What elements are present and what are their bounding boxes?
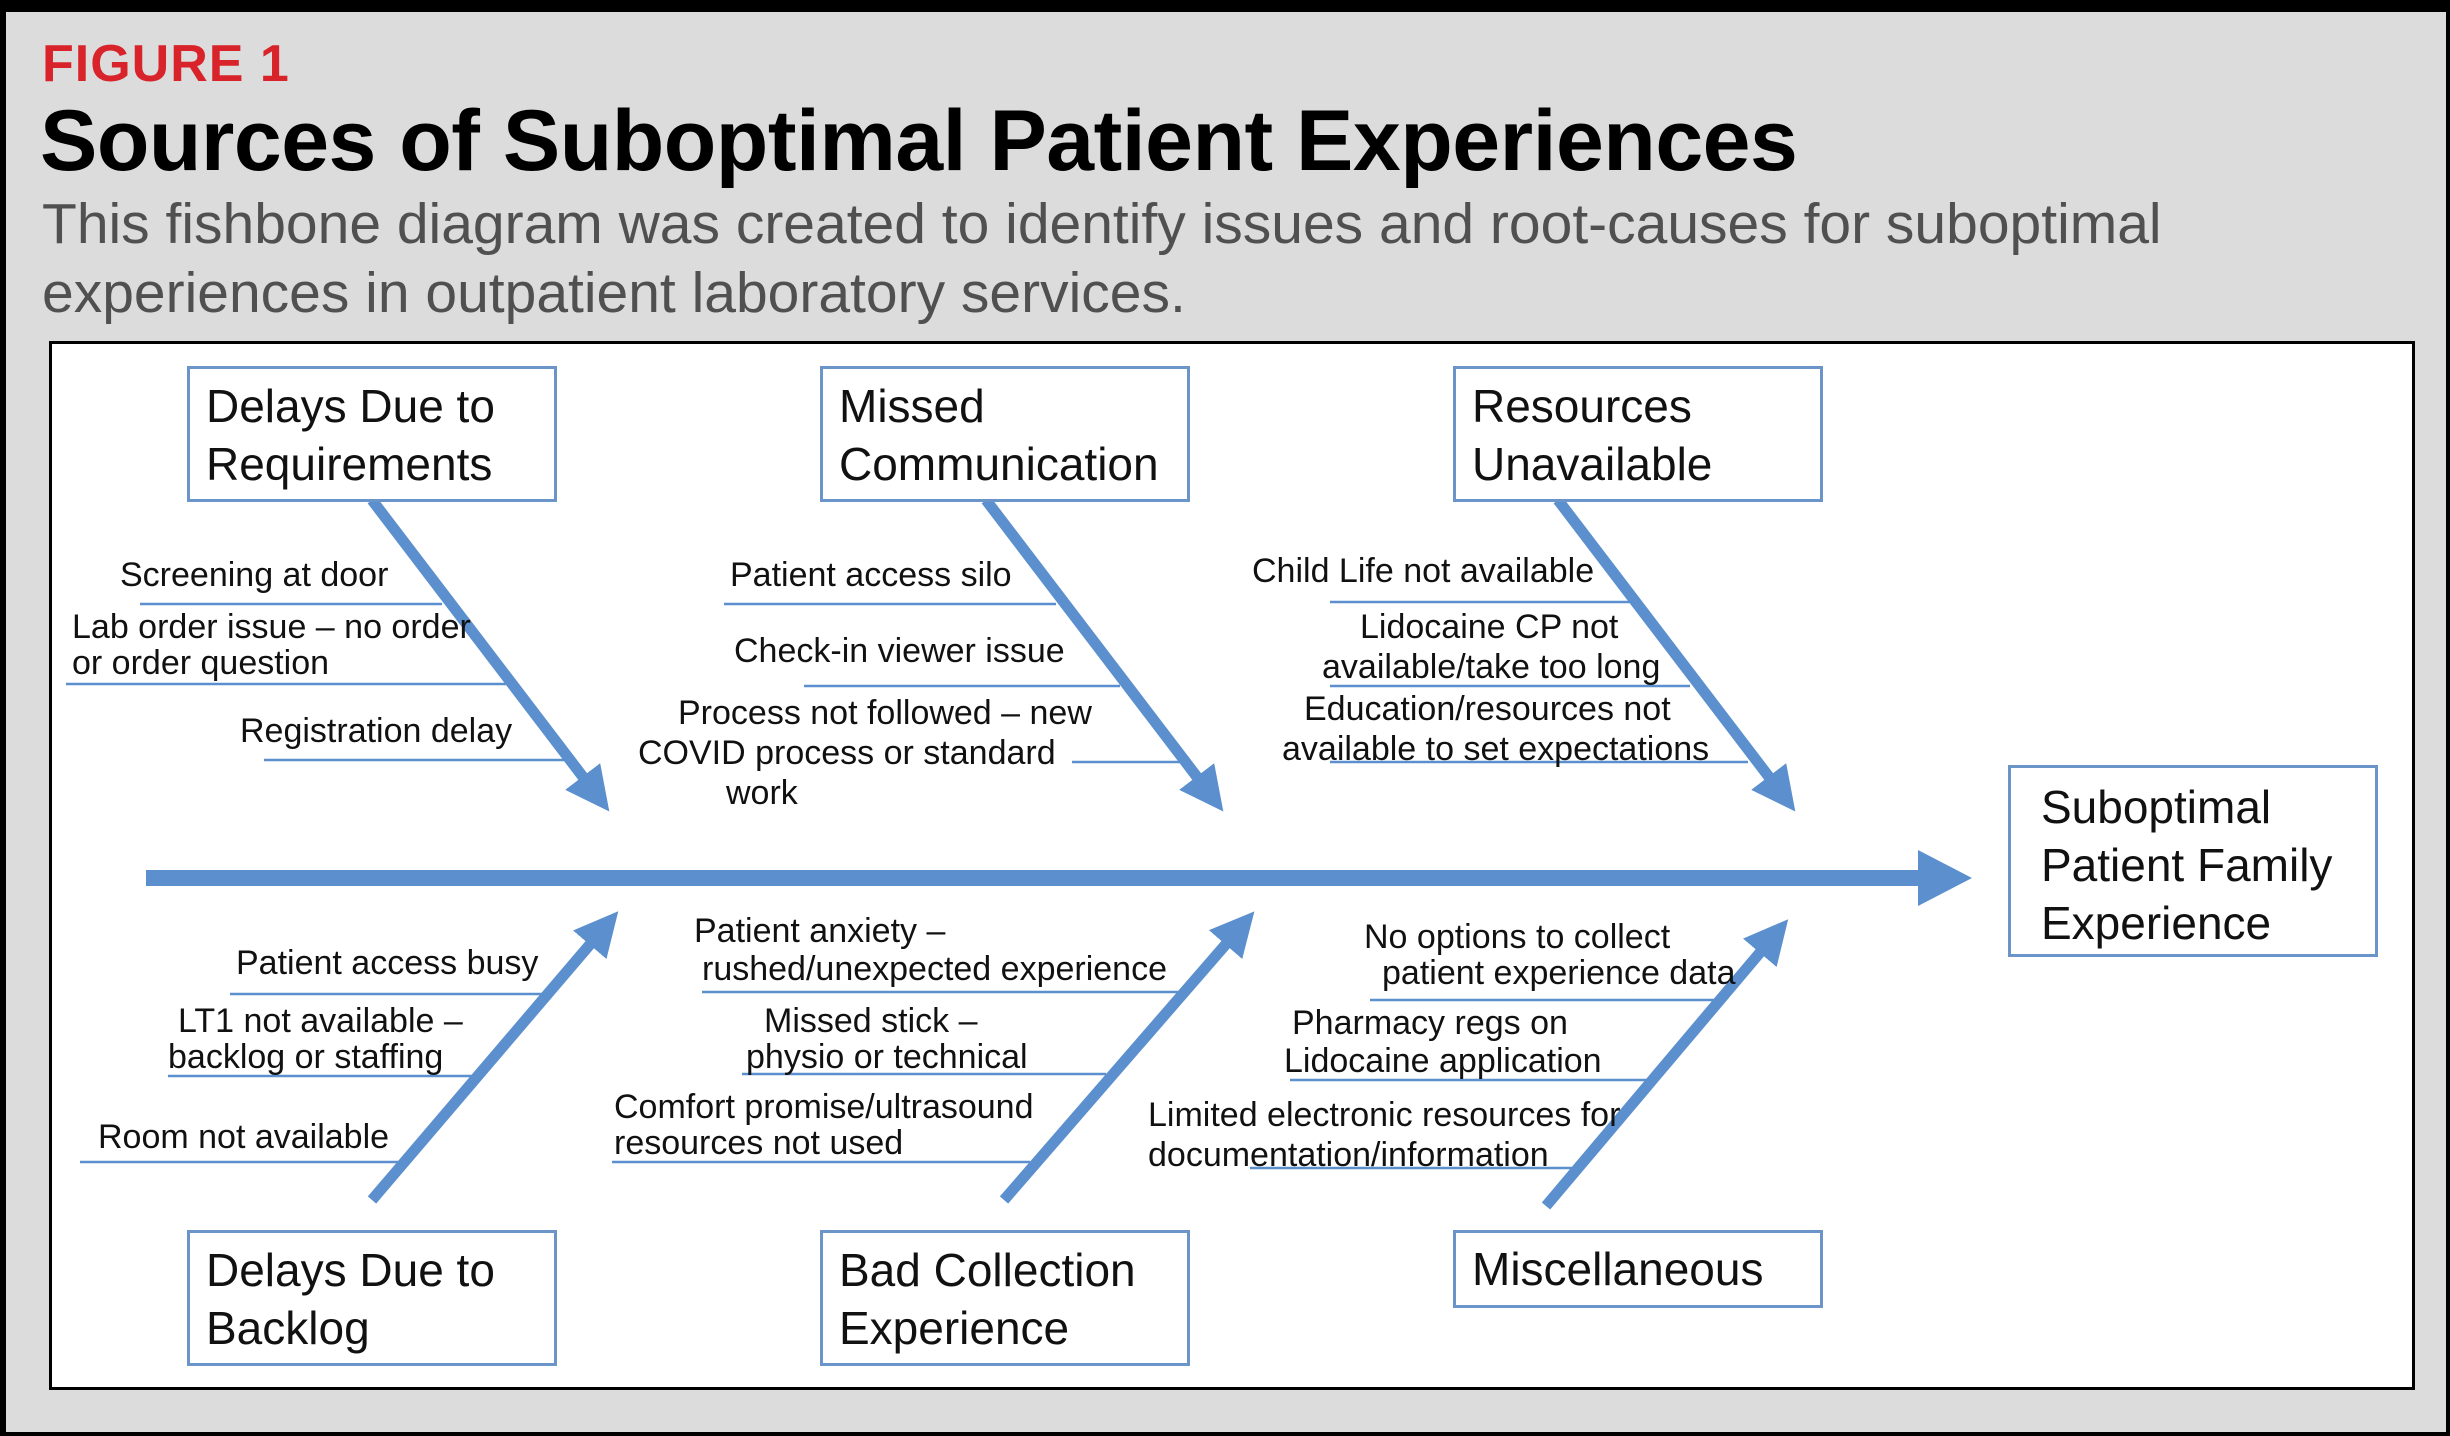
cause-label: Registration delay [240, 712, 513, 750]
cause-label: LT1 not available – [178, 1002, 463, 1040]
cause-label: Limited electronic resources for [1148, 1096, 1621, 1134]
figure-title: Sources of Suboptimal Patient Experience… [40, 93, 1798, 189]
category-box-resources-unavailable: Resources Unavailable [1453, 366, 1823, 502]
bone-bad-collection [999, 911, 1255, 1204]
cause-label: documentation/information [1148, 1136, 1549, 1174]
cause-label: Education/resources not [1304, 690, 1671, 728]
bone-delays-backlog [367, 911, 619, 1204]
bone-resources-unavailable [1553, 496, 1796, 812]
cause-label: or order question [72, 644, 330, 682]
cause-label: available/take too long [1322, 648, 1661, 686]
cause-label: available to set expectations [1282, 730, 1710, 768]
cause-label: Screening at door [120, 556, 389, 594]
category-box-miscellaneous: Miscellaneous [1453, 1230, 1823, 1308]
cause-label: COVID process or standard [638, 734, 1056, 772]
figure-label: FIGURE 1 [42, 35, 290, 93]
effect-box: Suboptimal Patient Family Experience [2008, 765, 2378, 957]
cause-label: resources not used [614, 1124, 904, 1162]
category-box-missed-communication: Missed Communication [820, 366, 1190, 502]
cause-label: backlog or staffing [168, 1038, 444, 1076]
cause-label: Patient access busy [236, 944, 539, 982]
cause-label: Comfort promise/ultrasound [614, 1088, 1034, 1126]
cause-label: Patient anxiety – [694, 912, 946, 950]
category-box-delays-requirements: Delays Due to Requirements [187, 366, 557, 502]
cause-label: Missed stick – [764, 1002, 978, 1040]
category-box-delays-backlog: Delays Due to Backlog [187, 1230, 557, 1366]
cause-label: rushed/unexpected experience [702, 950, 1167, 988]
cause-label: Pharmacy regs on [1292, 1004, 1568, 1042]
bone-delays-requirements [367, 496, 610, 812]
cause-label: Process not followed – new [678, 694, 1092, 732]
cause-label: Child Life not available [1252, 552, 1595, 590]
cause-label: Lab order issue – no order [72, 608, 471, 646]
cause-label: Lidocaine application [1284, 1042, 1602, 1080]
cause-label: Patient access silo [730, 556, 1012, 594]
cause-label: physio or technical [746, 1038, 1028, 1076]
cause-label: No options to collect [1364, 918, 1671, 956]
category-box-bad-collection: Bad Collection Experience [820, 1230, 1190, 1366]
bone-miscellaneous [1541, 919, 1789, 1210]
bone-missed-communication [981, 496, 1224, 812]
spine-arrowhead [1918, 850, 1972, 906]
cause-label: Lidocaine CP not [1360, 608, 1619, 646]
cause-label: patient experience data [1382, 954, 1736, 992]
cause-label: Room not available [98, 1118, 390, 1156]
cause-label: work [726, 774, 798, 812]
cause-label: Check-in viewer issue [734, 632, 1065, 670]
figure-subtitle: This fishbone diagram was created to ide… [42, 192, 2162, 325]
